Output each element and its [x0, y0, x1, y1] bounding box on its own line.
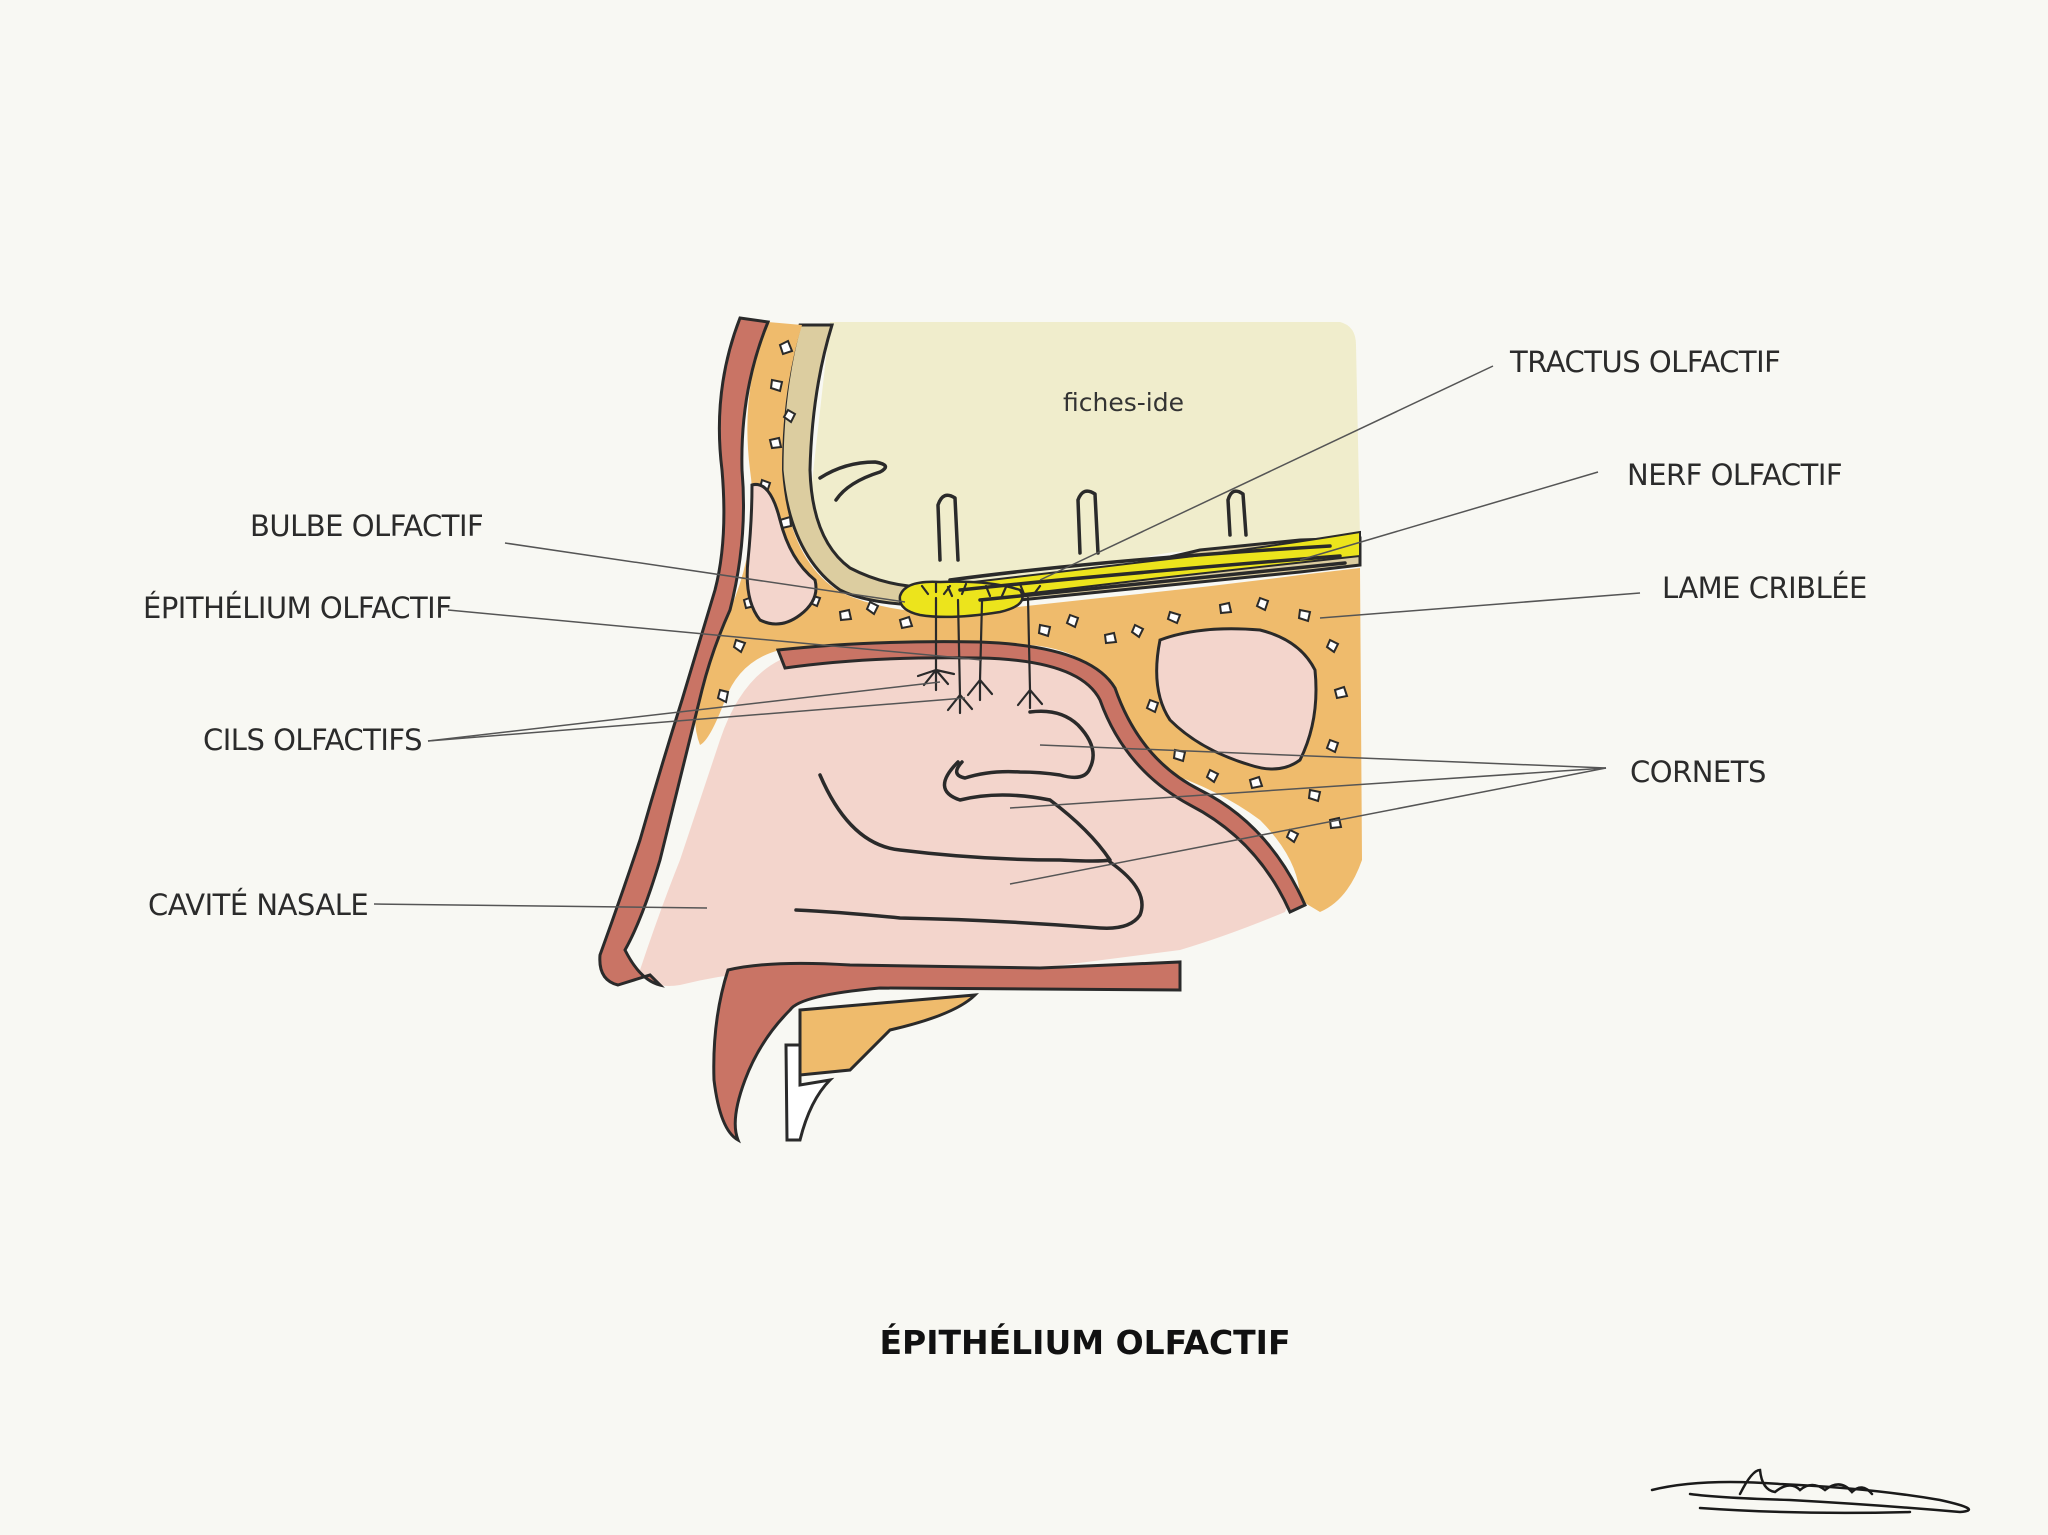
label-cils-olfactifs: CILS OLFACTIFS — [203, 723, 422, 757]
turbinate-superior — [955, 709, 1095, 780]
maxilla-bone — [798, 993, 979, 1077]
turbinate-inferior — [794, 860, 1144, 930]
leader-lines — [373, 365, 1641, 909]
sphenoid-sinus — [1155, 627, 1318, 771]
olfactory-tract — [948, 544, 1347, 602]
label-tractus-olfactif: TRACTUS OLFACTIF — [1509, 345, 1780, 379]
brain-region — [809, 322, 1360, 590]
diagram-title: ÉPITHÉLIUM OLFACTIF — [879, 1322, 1290, 1362]
brain-sulci — [818, 460, 1248, 562]
upper-lip — [712, 960, 1182, 1144]
label-cavite-nasale: CAVITÉ NASALE — [148, 888, 368, 922]
turbinate-middle — [818, 760, 1112, 863]
olfactory-nerve — [961, 530, 1361, 600]
label-epithelium-olfactif: ÉPITHÉLIUM OLFACTIF — [143, 591, 451, 625]
frontal-sinus — [745, 482, 818, 626]
nose-skin — [598, 316, 771, 988]
label-bulbe-olfactif: BULBE OLFACTIF — [250, 509, 483, 543]
label-lame-criblee: LAME CRIBLÉE — [1662, 571, 1867, 605]
olfactory-neurons — [916, 580, 1044, 715]
watermark: fiches-ide — [1063, 388, 1184, 417]
dura-band — [780, 323, 1362, 607]
signature — [1650, 1468, 1971, 1515]
nasal-cavity-area — [640, 647, 1290, 986]
mucosa-lining — [775, 640, 1307, 915]
olfactory-bulb — [898, 580, 1024, 619]
label-nerf-olfactif: NERF OLFACTIF — [1627, 458, 1842, 492]
label-cornets: CORNETS — [1630, 755, 1766, 789]
incisor-tooth — [784, 1043, 835, 1142]
